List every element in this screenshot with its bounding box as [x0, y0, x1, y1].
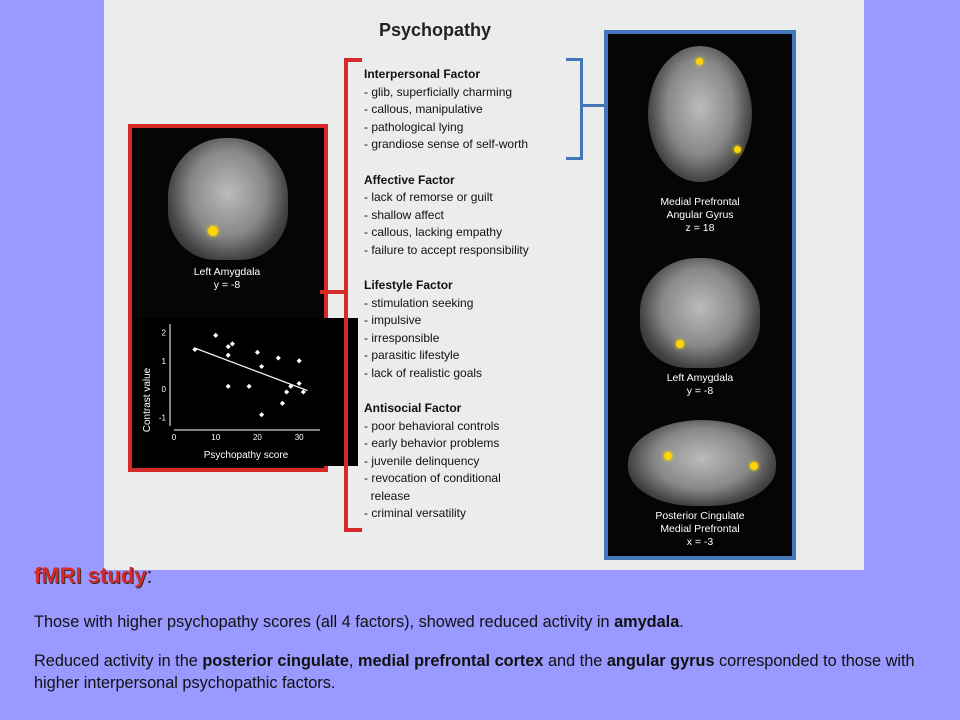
x-tick-label: 0: [172, 433, 177, 442]
medial-prefrontal-activation: [750, 462, 758, 470]
factor-list: Interpersonal Factor - glib, superficiall…: [364, 66, 604, 541]
factor-item: - callous, lacking empathy: [364, 225, 503, 239]
red-connector: [320, 290, 344, 294]
x-axis-label: Psychopathy score: [204, 450, 289, 461]
trend-line: [194, 347, 308, 392]
p2-text-g: corresponded to those with higher interp…: [34, 652, 915, 692]
coronal-brain-image: [168, 138, 288, 260]
y-tick-label: 0: [162, 385, 167, 394]
y-tick-label: 2: [162, 329, 167, 338]
p2-text-c: ,: [348, 652, 358, 670]
right-caption-2: Left Amygdala y = -8: [666, 372, 734, 397]
coronal-brain-image-2: [640, 258, 760, 368]
factor-item: - pathological lying: [364, 119, 464, 134]
scatter-point: [288, 383, 294, 389]
p1-bold-amydala: amydala: [614, 613, 680, 631]
factor-title: Interpersonal Factor: [364, 67, 481, 81]
factor-block: Antisocial Factor - poor behavioral contr…: [364, 400, 604, 523]
scatter-point: [254, 349, 260, 355]
p1-text-a: Those with higher psychopathy scores (al…: [34, 613, 615, 631]
factor-title: Lifestyle Factor: [364, 278, 453, 292]
paragraph-1: Those with higher psychopathy scores (al…: [34, 611, 934, 633]
plot-area: [168, 322, 322, 430]
blue-bracket: [566, 58, 583, 160]
red-bracket: [344, 58, 362, 532]
angular-activation: [734, 146, 741, 153]
p1-text-c: .: [679, 613, 684, 631]
factor-item: - irresponsible: [364, 330, 440, 345]
scatter-point: [259, 412, 265, 418]
factor-item: - criminal versatility: [364, 506, 467, 520]
factor-item: - lack of remorse or guilt: [364, 190, 493, 204]
factor-item: - callous, manipulative: [364, 102, 483, 116]
axial-brain-image: [648, 46, 752, 182]
factor-block: Affective Factor - lack of remorse or gui…: [364, 172, 604, 260]
amygdala-activation-2: [676, 340, 684, 348]
scatter-point: [213, 332, 219, 338]
factor-title: Affective Factor: [364, 172, 455, 187]
factor-item: - juvenile delinquency: [364, 453, 480, 468]
factor-item: - poor behavioral controls: [364, 418, 500, 433]
left-panel: Left Amygdala y = -8 Contrast value Psyc…: [128, 124, 358, 472]
factor-item: - shallow affect: [364, 207, 444, 222]
cingulate-activation: [664, 452, 672, 460]
factor-item: - early behavior problems: [364, 436, 500, 450]
factor-item: - failure to accept responsibility: [364, 242, 529, 257]
scatter-point: [300, 389, 306, 395]
right-panel: Medial Prefrontal Angular Gyrus z = 18 L…: [604, 30, 796, 560]
y-axis-label: Contrast value: [142, 367, 153, 432]
amygdala-activation: [208, 226, 218, 236]
right-caption-3: Posterior Cingulate Medial Prefrontal x …: [655, 510, 745, 548]
factor-item: - grandiose sense of self-worth: [364, 137, 529, 151]
study-title-text: fMRI study: [34, 563, 147, 588]
factor-title: Antisocial Factor: [364, 401, 462, 415]
scatter-point: [229, 341, 235, 347]
left-brain-caption: Left Amygdala y = -8: [193, 266, 261, 291]
blue-connector: [583, 104, 605, 107]
scatter-point: [246, 383, 252, 389]
p2-bold-medial-prefrontal: medial prefrontal cortex: [357, 652, 544, 670]
study-title: fMRI study:: [34, 563, 153, 589]
figure-title: Psychopathy: [379, 20, 492, 40]
scatter-point: [225, 352, 231, 358]
p2-text-e: and the: [543, 652, 607, 670]
paragraph-2: Reduced activity in the posterior cingul…: [34, 650, 934, 694]
scatter-point: [275, 355, 281, 361]
psychopathy-figure: Psychopathy Left Amygdala y = -8 Contras…: [104, 0, 864, 570]
factor-item: - parasitic lifestyle: [364, 348, 460, 362]
right-caption-1: Medial Prefrontal Angular Gyrus z = 18: [660, 196, 740, 234]
x-tick-label: 20: [253, 433, 262, 442]
study-title-colon: :: [146, 563, 153, 588]
y-tick-label: 1: [162, 357, 167, 366]
p2-text-a: Reduced activity in the: [34, 652, 203, 670]
scatter-point: [225, 344, 231, 350]
x-tick-label: 30: [295, 433, 304, 442]
factor-item: - revocation of conditional release: [364, 471, 501, 503]
scatter-point: [296, 358, 302, 364]
p2-bold-angular-gyrus: angular gyrus: [606, 652, 715, 670]
x-tick-label: 10: [211, 433, 220, 442]
y-tick-label: -1: [159, 414, 167, 423]
factor-item: - glib, superficially charming: [364, 84, 513, 99]
factor-item: - stimulation seeking: [364, 295, 474, 310]
factor-block: Interpersonal Factor - glib, superficiall…: [364, 66, 604, 154]
factor-item: - impulsive: [364, 313, 422, 327]
factor-block: Lifestyle Factor - stimulation seeking - i…: [364, 277, 604, 382]
p2-bold-posterior-cingulate: posterior cingulate: [202, 652, 349, 670]
prefrontal-activation: [696, 58, 703, 65]
factor-item: - lack of realistic goals: [364, 365, 483, 380]
